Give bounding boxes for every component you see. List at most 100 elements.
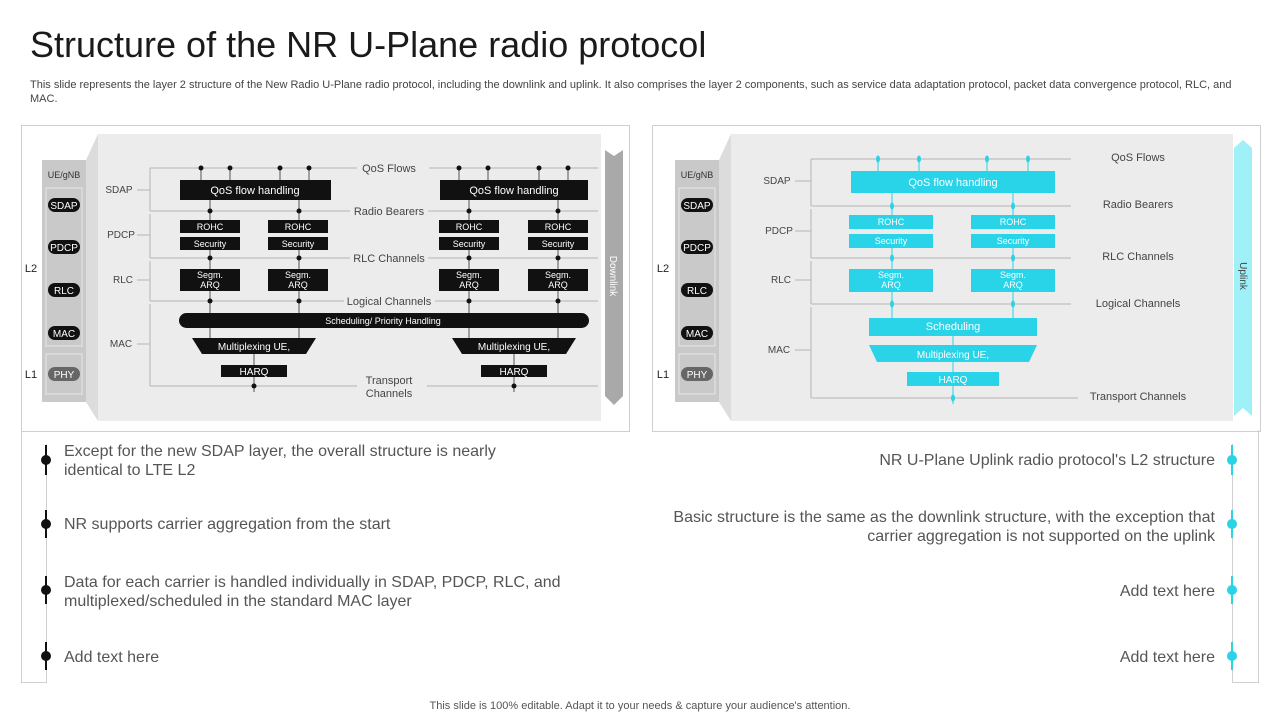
svg-text:SDAP: SDAP <box>50 201 78 212</box>
svg-text:Multiplexing UE,: Multiplexing UE, <box>917 350 989 361</box>
left-bullet-2: NR supports carrier aggregation from the… <box>64 516 391 533</box>
svg-text:ROHC: ROHC <box>545 222 572 232</box>
downlink-arrow-label: Downlink <box>607 256 618 298</box>
row-label-sdap: SDAP <box>763 176 791 187</box>
harq-box-1: HARQ <box>221 365 287 378</box>
svg-text:ROHC: ROHC <box>878 217 905 227</box>
protocol-stack-column <box>42 160 86 402</box>
left-bullet-1: Except for the new SDAP layer, the overa… <box>64 443 496 479</box>
l1-bracket <box>678 353 716 395</box>
downlink-arrow <box>605 150 623 405</box>
left-bullet-dot <box>41 651 51 661</box>
svg-text:Segm.: Segm. <box>1000 270 1026 280</box>
uplink-arrow-label: Uplink <box>1237 262 1248 291</box>
uplink-diagram: UE/gNB SDAP PDCP RLC MAC PHY L2 L1 SDAP … <box>657 134 1252 421</box>
channel-label-radio-bearers: Radio Bearers <box>1103 199 1174 211</box>
svg-text:PHY: PHY <box>54 370 75 381</box>
uplink-panel: UE/gNB SDAP PDCP RLC MAC PHY L2 L1 SDAP … <box>652 125 1261 432</box>
svg-text:Scheduling: Scheduling <box>926 321 980 333</box>
channel-label-logical-channels: Logical Channels <box>347 296 432 308</box>
right-timeline-line <box>1232 444 1233 682</box>
row-label-mac: MAC <box>110 339 132 350</box>
row-brackets <box>137 168 151 386</box>
svg-text:Segm.: Segm. <box>197 270 223 280</box>
row-label-rlc: RLC <box>771 275 791 286</box>
row-label-rlc: RLC <box>113 275 133 286</box>
row-label-pdcp: PDCP <box>765 226 793 237</box>
stack-header: UE/gNB <box>48 170 81 180</box>
svg-text:ARQ: ARQ <box>1003 280 1023 290</box>
channel-label-qos-flows: QoS Flows <box>362 163 416 175</box>
svg-text:Segm.: Segm. <box>545 270 571 280</box>
l2-bracket <box>45 187 83 347</box>
svg-text:Security: Security <box>997 236 1030 246</box>
svg-text:SDAP: SDAP <box>683 201 711 212</box>
rlc-boxes: Segm.ARQ Segm.ARQ <box>849 269 1055 292</box>
svg-text:Segm.: Segm. <box>456 270 482 280</box>
right-bullet-2: Basic structure is the same as the downl… <box>673 509 1215 545</box>
svg-text:ARQ: ARQ <box>459 280 479 290</box>
stack-layer-sdap: SDAP <box>48 198 80 212</box>
stack-layer-rlc: RLC <box>48 283 80 297</box>
zoom-connector <box>86 134 98 421</box>
svg-text:ARQ: ARQ <box>200 280 220 290</box>
stack-layer-sdap: SDAP <box>681 198 713 212</box>
svg-text:RLC: RLC <box>54 286 74 297</box>
l2-label: L2 <box>25 263 37 275</box>
svg-text:PDCP: PDCP <box>50 243 78 254</box>
rlc-boxes: Segm.ARQ Segm.ARQ Segm.ARQ Segm.ARQ <box>180 269 588 291</box>
connector-dots <box>198 165 571 389</box>
stack-layer-pdcp: PDCP <box>48 240 80 254</box>
svg-text:MAC: MAC <box>53 329 75 340</box>
svg-text:Security: Security <box>542 239 575 249</box>
right-bullet-1: NR U-Plane Uplink radio protocol's L2 st… <box>879 452 1215 469</box>
qos-flow-handling-box-1: QoS flow handling <box>180 180 331 200</box>
svg-text:PHY: PHY <box>687 370 708 381</box>
scheduling-bar: Scheduling <box>869 318 1037 336</box>
svg-text:ROHC: ROHC <box>456 222 483 232</box>
stack-layer-phy: PHY <box>48 367 80 381</box>
svg-text:ROHC: ROHC <box>1000 217 1027 227</box>
channel-label-rlc-channels: RLC Channels <box>353 253 425 265</box>
svg-text:QoS flow handling: QoS flow handling <box>210 185 299 197</box>
multiplexing-box-2: Multiplexing UE, <box>452 338 576 354</box>
svg-text:HARQ: HARQ <box>500 367 529 378</box>
pdcp-boxes: ROHC Security ROHC Security <box>849 215 1055 248</box>
footer-note: This slide is 100% editable. Adapt it to… <box>429 700 851 712</box>
connector-dots <box>876 155 1030 402</box>
svg-text:RLC: RLC <box>687 286 707 297</box>
right-bullet-3: Add text here <box>1119 583 1215 600</box>
svg-text:PDCP: PDCP <box>683 243 711 254</box>
left-box-border <box>21 430 22 682</box>
left-bullet-dot <box>41 455 51 465</box>
right-bullet-dot <box>1227 651 1237 661</box>
channel-label-transport-channels: Transport Channels <box>1090 391 1187 403</box>
downlink-panel: UE/gNB SDAP PDCP RLC MAC PHY L2 L1 SDAP … <box>21 125 630 432</box>
svg-text:Segm.: Segm. <box>878 270 904 280</box>
multiplexing-box-1: Multiplexing UE, <box>192 338 316 354</box>
l1-label: L1 <box>657 369 669 381</box>
svg-text:QoS flow handling: QoS flow handling <box>469 185 558 197</box>
right-bullet-4: Add text here <box>1119 649 1215 666</box>
channel-label-logical-channels: Logical Channels <box>1096 298 1181 310</box>
qos-flow-handling-box-2: QoS flow handling <box>440 180 588 200</box>
channel-lines <box>811 158 1078 399</box>
downlink-diagram: UE/gNB SDAP PDCP RLC MAC PHY L2 L1 SDAP … <box>25 134 623 421</box>
svg-text:Multiplexing UE,: Multiplexing UE, <box>218 342 290 353</box>
stack-layer-pdcp: PDCP <box>681 240 713 254</box>
svg-text:Segm.: Segm. <box>285 270 311 280</box>
channel-label-transport-2: Channels <box>366 388 413 400</box>
svg-text:Multiplexing UE,: Multiplexing UE, <box>478 342 550 353</box>
right-bullet-markers <box>1227 445 1237 670</box>
channel-lines <box>150 167 598 387</box>
row-label-pdcp: PDCP <box>107 230 135 241</box>
right-bullet-dot <box>1227 455 1237 465</box>
zoom-connector <box>719 134 731 421</box>
svg-text:MAC: MAC <box>686 329 708 340</box>
page-title: Structure of the NR U-Plane radio protoc… <box>30 24 707 65</box>
uplink-arrow <box>1234 140 1252 416</box>
svg-text:ROHC: ROHC <box>197 222 224 232</box>
right-box-border <box>1258 430 1259 682</box>
left-bullet-3: Data for each carrier is handled individ… <box>64 574 561 610</box>
left-box-bottom <box>21 682 47 683</box>
